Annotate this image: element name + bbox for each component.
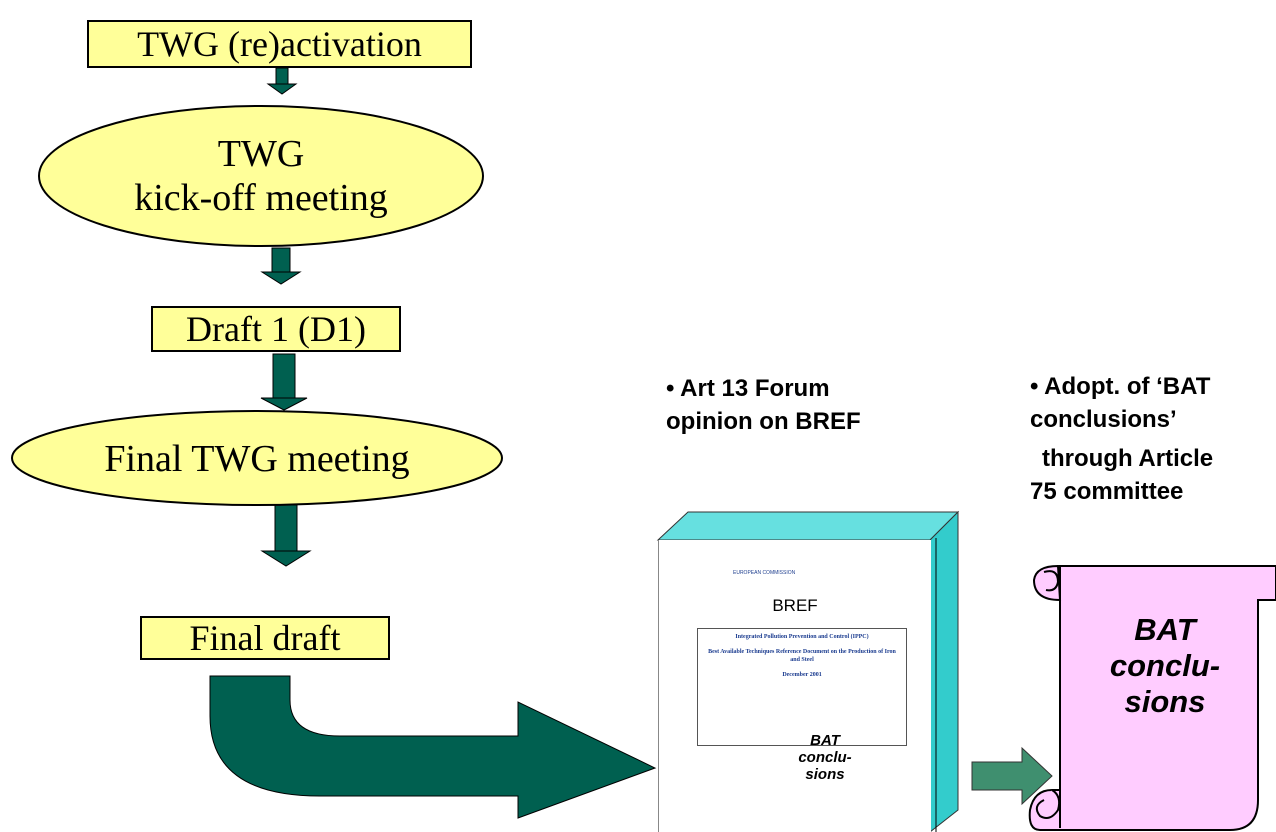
forum-line2: opinion on BREF xyxy=(666,408,861,435)
kickoff-ellipse xyxy=(38,105,484,247)
kickoff-line1: TWG xyxy=(217,133,305,175)
draft1-label: Draft 1 (D1) xyxy=(186,309,366,349)
bref-box-line1: Integrated Pollution Prevention and Cont… xyxy=(735,634,869,640)
twg-reactivation-label: TWG (re)activation xyxy=(137,24,422,64)
small-scroll-text: BAT conclu- sions xyxy=(786,732,864,783)
kickoff-line2: kick-off meeting xyxy=(134,177,388,219)
small-scroll-line1: BAT xyxy=(810,732,840,749)
bref-book-cover: EUROPEAN COMMISSION BREF Integrated Poll… xyxy=(658,540,931,832)
big-scroll xyxy=(1028,564,1276,831)
adopt-line1: • Adopt. of ‘BAT xyxy=(1030,373,1211,400)
adopt-line2: conclusions’ xyxy=(1030,406,1177,433)
down-arrow-4 xyxy=(260,504,312,567)
adoption-text: • Adopt. of ‘BAT conclusions’ through Ar… xyxy=(1030,370,1213,508)
big-scroll-line2: conclu- xyxy=(1109,648,1221,683)
small-scroll-line3: sions xyxy=(805,766,845,783)
final-meeting-ellipse xyxy=(11,410,503,506)
small-scroll-line2: conclu- xyxy=(798,749,852,766)
draft1-box: Draft 1 (D1) xyxy=(151,306,401,352)
down-arrow-3 xyxy=(260,353,308,411)
curved-arrow xyxy=(209,675,657,819)
small-right-arrow xyxy=(971,746,1053,806)
big-scroll-line1: BAT xyxy=(1134,612,1196,647)
final-draft-label: Final draft xyxy=(189,618,341,658)
down-arrow-1 xyxy=(266,67,298,95)
final-draft-box: Final draft xyxy=(140,616,390,660)
big-scroll-line3: sions xyxy=(1124,684,1206,719)
final-meeting-label: Final TWG meeting xyxy=(104,438,410,480)
adopt-line4: 75 committee xyxy=(1030,478,1184,505)
forum-line1: • Art 13 Forum xyxy=(666,375,830,402)
bref-box-line3: December 2001 xyxy=(782,672,822,678)
european-commission-label: EUROPEAN COMMISSION xyxy=(733,570,796,576)
down-arrow-2 xyxy=(260,247,302,285)
forum-opinion-text: • Art 13 Forum opinion on BREF xyxy=(666,372,861,438)
bref-box-line2: Best Available Techniques Reference Docu… xyxy=(708,649,896,663)
bref-title: BREF xyxy=(772,596,818,615)
big-scroll-text: BAT conclu- sions xyxy=(1080,612,1250,720)
kickoff-label: TWG kick-off meeting xyxy=(60,132,462,220)
bref-inner-box: Integrated Pollution Prevention and Cont… xyxy=(697,628,907,746)
twg-reactivation-box: TWG (re)activation xyxy=(87,20,472,68)
adopt-line3: through Article xyxy=(1042,445,1214,472)
